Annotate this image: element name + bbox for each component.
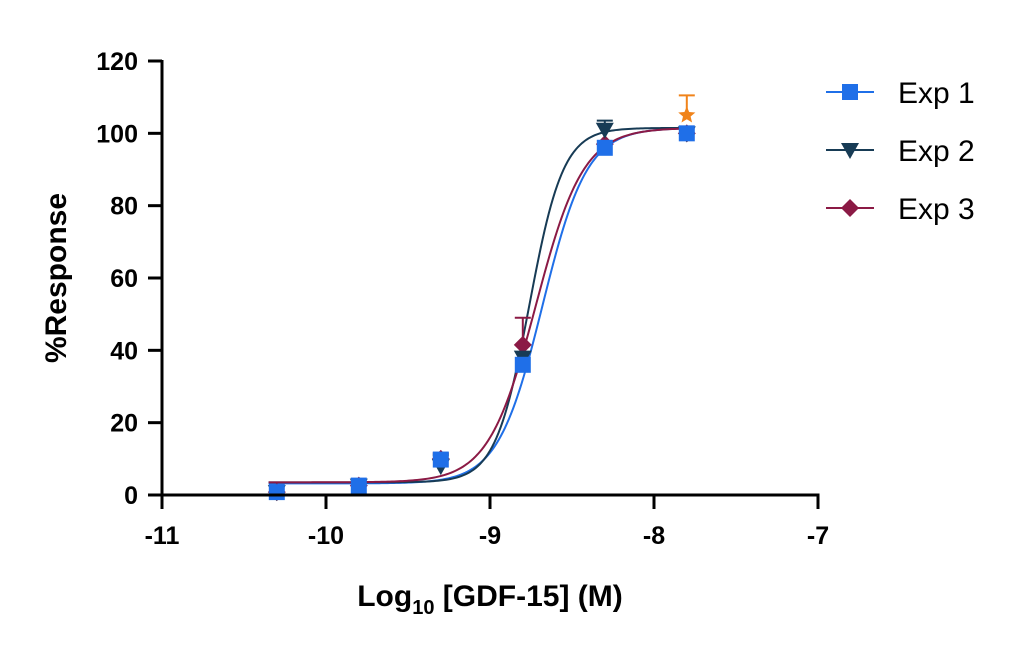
legend: Exp 1 Exp 2 Exp 3 bbox=[826, 77, 975, 226]
data-point-star bbox=[678, 106, 696, 123]
legend-marker-square bbox=[842, 84, 858, 100]
y-tick-label: 0 bbox=[124, 482, 138, 510]
y-tick-label: 40 bbox=[110, 337, 138, 365]
data-point-square bbox=[678, 125, 695, 142]
y-tick-label: 100 bbox=[96, 120, 138, 148]
x-tick-label: -9 bbox=[479, 522, 501, 550]
data-points bbox=[267, 106, 696, 502]
x-axis-ticks: -11 -10 -9 -8 -7 bbox=[145, 495, 829, 550]
legend-label: Exp 3 bbox=[898, 193, 975, 226]
x-tick-label: -10 bbox=[308, 522, 344, 550]
x-tick-label: -7 bbox=[807, 522, 829, 550]
fit-curves bbox=[268, 126, 687, 485]
data-point-square bbox=[350, 477, 367, 494]
data-point-triangle-down bbox=[595, 122, 614, 139]
data-point-square bbox=[268, 484, 285, 501]
x-axis-title-subscript: 10 bbox=[412, 597, 434, 619]
x-axis-title: Log10 [GDF-15] (M) bbox=[357, 580, 623, 619]
x-axis-title-rest: [GDF-15] (M) bbox=[434, 580, 622, 613]
legend-item: Exp 1 bbox=[826, 77, 975, 110]
x-tick-label: -8 bbox=[643, 522, 665, 550]
data-point-square bbox=[514, 356, 531, 373]
x-tick-label: -11 bbox=[145, 522, 180, 550]
legend-item: Exp 2 bbox=[826, 135, 975, 168]
data-point-diamond bbox=[513, 335, 532, 354]
legend-label: Exp 1 bbox=[898, 77, 975, 110]
y-tick-label: 80 bbox=[110, 193, 138, 221]
legend-item: Exp 3 bbox=[826, 193, 975, 226]
error-bars bbox=[432, 94, 695, 467]
fit-curve-exp-2 bbox=[268, 126, 687, 484]
y-tick-label: 60 bbox=[110, 265, 138, 293]
legend-marker-diamond bbox=[841, 199, 859, 217]
y-tick-label: 20 bbox=[110, 410, 138, 438]
y-tick-label: 120 bbox=[96, 48, 138, 76]
fit-curve-exp-1 bbox=[268, 127, 687, 485]
data-point-square bbox=[432, 451, 449, 468]
legend-marker-triangle-down bbox=[841, 143, 859, 159]
y-axis-title: %Response bbox=[40, 193, 73, 363]
legend-label: Exp 2 bbox=[898, 135, 975, 168]
y-axis-ticks: 0 20 40 60 80 100 120 bbox=[96, 48, 162, 510]
x-axis-title-main: Log bbox=[357, 580, 412, 613]
axes: 0 20 40 60 80 100 120 -11 -10 -9 -8 -7 bbox=[96, 48, 829, 550]
fit-curve-exp-3 bbox=[268, 127, 687, 484]
data-point-square bbox=[596, 139, 613, 156]
